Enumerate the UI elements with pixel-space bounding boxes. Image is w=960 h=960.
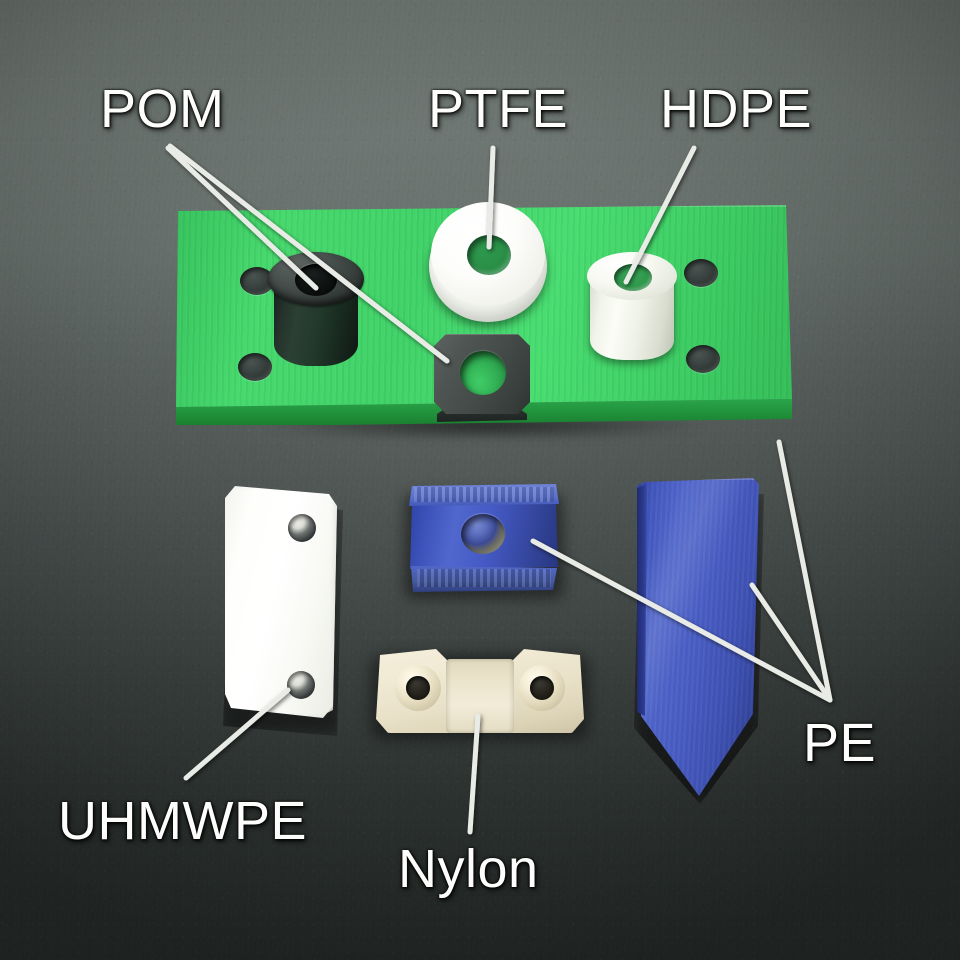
nylon-bolt-hole-right	[530, 676, 554, 700]
pom-square-block	[434, 334, 530, 426]
plate-hole-bottom-right	[686, 345, 720, 373]
pe-blue-block-bottom-rib	[411, 566, 557, 592]
label-uhmwpe: UHMWPE	[58, 791, 307, 851]
ptfe-washer	[429, 200, 547, 328]
plate-hole-top-right	[684, 259, 718, 287]
label-pom: POM	[100, 79, 225, 139]
label-nylon: Nylon	[398, 839, 539, 899]
pe-blue-block-bore	[461, 514, 505, 554]
plate-hole-bottom-left	[238, 353, 272, 381]
uhmwpe-block-hole-top	[288, 514, 316, 542]
uhmwpe-block	[223, 486, 343, 736]
pe-blue-block-top-rib	[409, 484, 559, 506]
pe-blue-wedge	[634, 478, 764, 804]
pom-square-block-bore	[460, 351, 506, 395]
pe-blue-block	[405, 484, 563, 598]
nylon-bolt-hole-left	[406, 676, 430, 700]
nylon-saddle-clamp	[372, 645, 588, 739]
pom-bushing	[268, 252, 364, 368]
label-pe: PE	[803, 713, 877, 773]
ptfe-washer-bore	[467, 235, 511, 275]
pom-bushing-bore	[295, 264, 337, 296]
hdpe-bushing	[587, 252, 677, 362]
hdpe-bushing-bore	[614, 264, 652, 291]
label-hdpe: HDPE	[660, 79, 813, 139]
nylon-saddle-clamp-arch	[446, 659, 514, 733]
uhmwpe-block-hole-bottom	[287, 671, 315, 699]
uhmwpe-block-top-face	[225, 486, 337, 718]
label-ptfe: PTFE	[428, 79, 569, 139]
